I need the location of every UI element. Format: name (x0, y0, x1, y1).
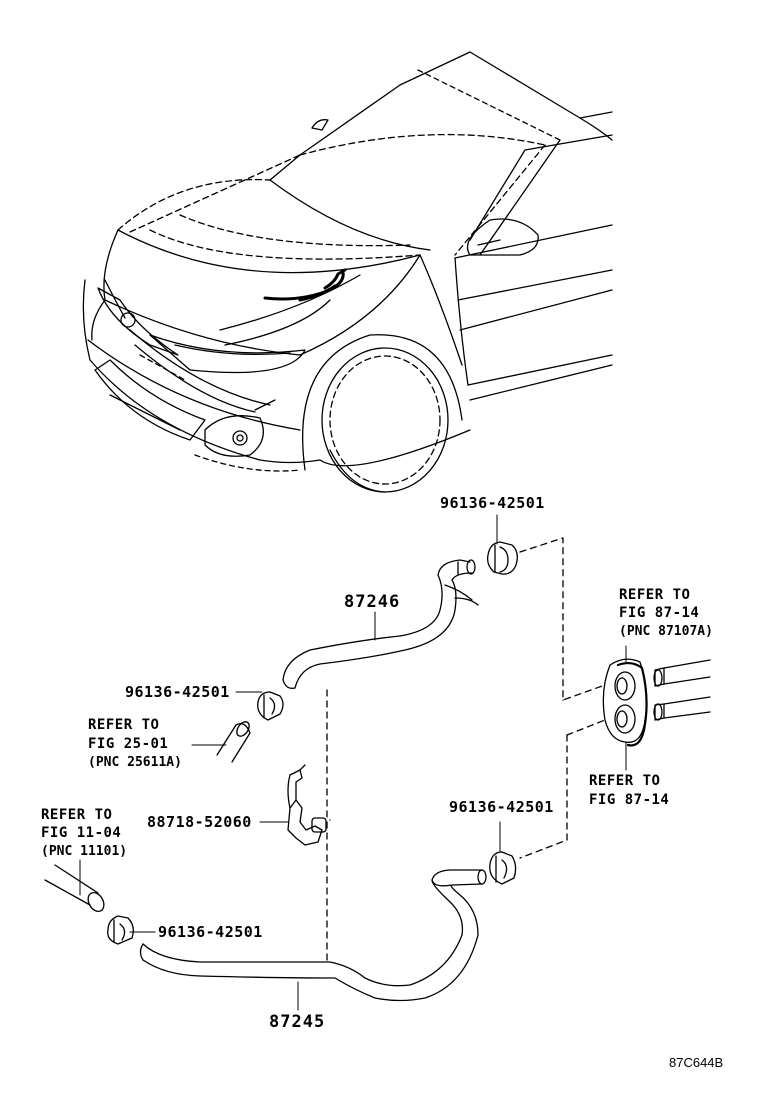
car-front-outline-icon (83, 52, 612, 492)
clamp-part-number-left-upper: 96136-42501 (125, 683, 230, 701)
hose-bracket-icon (288, 765, 326, 845)
solid-leader-lines (80, 515, 626, 1010)
refer-fig8714-bottom-line1: REFER TO (589, 773, 661, 789)
heater-core-grommet-icon (603, 659, 646, 745)
refer-fig25-line3: (PNC 25611A) (88, 755, 182, 770)
bracket-part-number: 88718-52060 (147, 813, 252, 831)
refer-fig1104-line3: (PNC 11101) (41, 844, 128, 859)
clamp-part-number-left-lower: 96136-42501 (158, 923, 263, 941)
clamp-part-number-right-lower: 96136-42501 (449, 798, 554, 816)
hose-part-number-lower: 87245 (269, 1012, 326, 1032)
refer-fig1104-line1: REFER TO (41, 807, 113, 823)
refer-fig8714-top-line3: (PNC 87107A) (619, 624, 713, 639)
refer-fig1104-line2: FIG 11-04 (41, 825, 122, 841)
dashed-leader-lines (327, 538, 605, 960)
heater-hose-upper-icon (283, 560, 478, 688)
hose-part-number-upper: 87246 (344, 592, 401, 612)
refer-fig25-line2: FIG 25-01 (88, 736, 169, 752)
refer-fig8714-top-line1: REFER TO (619, 587, 691, 603)
refer-fig25-line1: REFER TO (88, 717, 160, 733)
heater-hose-lower-icon (141, 870, 487, 1001)
hose-clamp-icon (108, 542, 518, 944)
refer-fig8714-bottom-line2: FIG 87-14 (589, 792, 670, 808)
pipe-stub-icon (45, 660, 710, 914)
clamp-part-number-top: 96136-42501 (440, 494, 545, 512)
refer-fig8714-top-line2: FIG 87-14 (619, 605, 700, 621)
figure-code: 87C644B (669, 1055, 724, 1070)
